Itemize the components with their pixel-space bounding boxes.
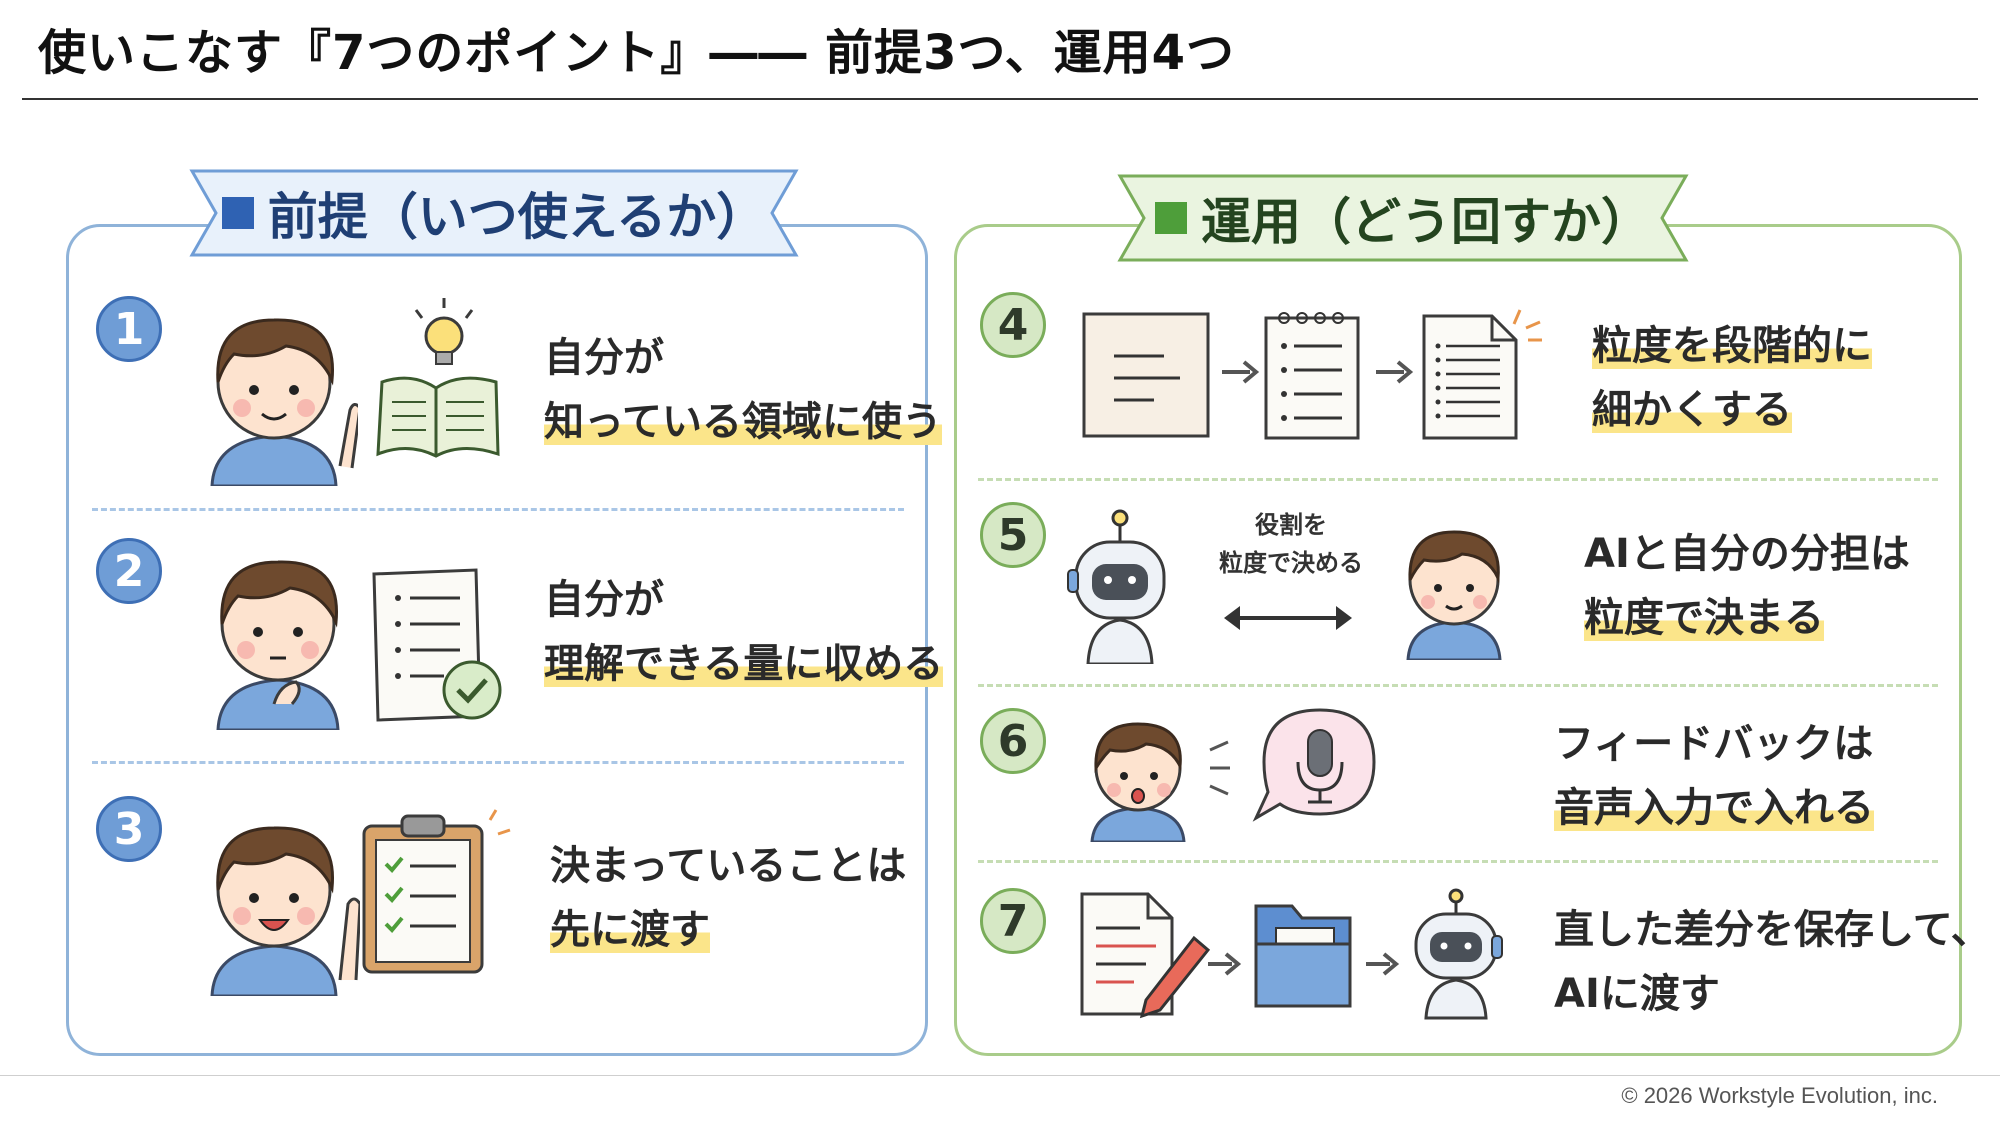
point-number-1: 1	[96, 296, 162, 362]
operation-heading: 運用（どう回すか）	[1201, 193, 1651, 251]
speech-bubble-icon	[1252, 708, 1376, 822]
divider	[978, 684, 1938, 687]
heading-square-icon	[1155, 202, 1187, 234]
point-text-5: AIと自分の分担は 粒度で決まる	[1584, 531, 1910, 641]
notepad-icon	[1264, 312, 1360, 440]
point-number-2: 2	[96, 538, 162, 604]
point-text-2: 自分が 理解できる量に収める	[544, 577, 944, 687]
pencil-icon	[1139, 935, 1211, 1019]
voice-lines-icon	[1209, 740, 1230, 796]
premise-heading: 前提（いつ使えるか）	[267, 188, 767, 246]
check-icon	[442, 660, 502, 720]
arrow-icon	[1222, 360, 1260, 384]
role-caption: 役割を 粒度で決める	[1219, 511, 1363, 577]
document-icon	[1422, 314, 1518, 440]
ribbon-shape	[189, 169, 799, 257]
premise-heading-ribbon: 前提（いつ使えるか）	[188, 163, 800, 263]
point-number-3: 3	[96, 796, 162, 862]
title-rule	[22, 98, 1978, 100]
point-text-3: 決まっていることは 先に渡す	[550, 843, 907, 953]
person-icon	[216, 560, 340, 730]
arrow-icon	[1208, 952, 1242, 976]
refinement-steps-diagram	[1082, 309, 1542, 440]
divider	[978, 860, 1938, 863]
heading-square-icon	[221, 197, 254, 229]
point-text-6: フィードバックは 音声入力で入れる	[1554, 721, 1874, 831]
document-icon	[1082, 312, 1210, 438]
operation-heading-ribbon: 運用（どう回すか）	[1116, 168, 1690, 268]
point-text-1: 自分が 知っている領域に使う	[544, 335, 942, 445]
copyright: © 2026 Workstyle Evolution, inc.	[1621, 1083, 1938, 1108]
divider	[978, 478, 1938, 481]
robot-icon	[1067, 509, 1166, 664]
point-text-4: 粒度を段階的に 細かくする	[1592, 323, 1872, 433]
arrow-icon	[1366, 952, 1400, 976]
point-number-4: 4	[980, 292, 1046, 358]
person-icon	[210, 826, 360, 996]
point-text-7: 直した差分を保存して、 AIに渡す	[1554, 907, 1991, 1017]
point-number-7: 7	[980, 888, 1046, 954]
ribbon-shape	[1117, 174, 1689, 262]
point-number-6: 6	[980, 708, 1046, 774]
document-icon	[1080, 892, 1174, 1016]
point-number-5: 5	[980, 502, 1046, 568]
arrow-icon	[1376, 360, 1414, 384]
folder-icon	[1254, 904, 1352, 1008]
robot-icon	[1414, 888, 1503, 1020]
page-header: 使いこなす『7つのポイント』―― 前提3つ、運用4つ	[38, 18, 1235, 81]
double-arrow-icon	[1224, 606, 1352, 630]
save-diff-diagram	[1080, 888, 1503, 1020]
divider	[92, 761, 904, 764]
person-icon	[1406, 530, 1502, 660]
divider	[92, 508, 904, 511]
checklist-icon	[372, 568, 502, 722]
microphone-icon	[1296, 729, 1344, 804]
clipboard-icon	[362, 809, 511, 974]
lightbulb-icon	[414, 298, 474, 365]
footer-rule	[0, 1075, 2000, 1076]
page-title: 使いこなす『7つのポイント』―― 前提3つ、運用4つ	[38, 25, 1235, 81]
book-icon	[376, 298, 500, 458]
person-icon	[1090, 722, 1186, 842]
person-icon	[210, 318, 358, 486]
